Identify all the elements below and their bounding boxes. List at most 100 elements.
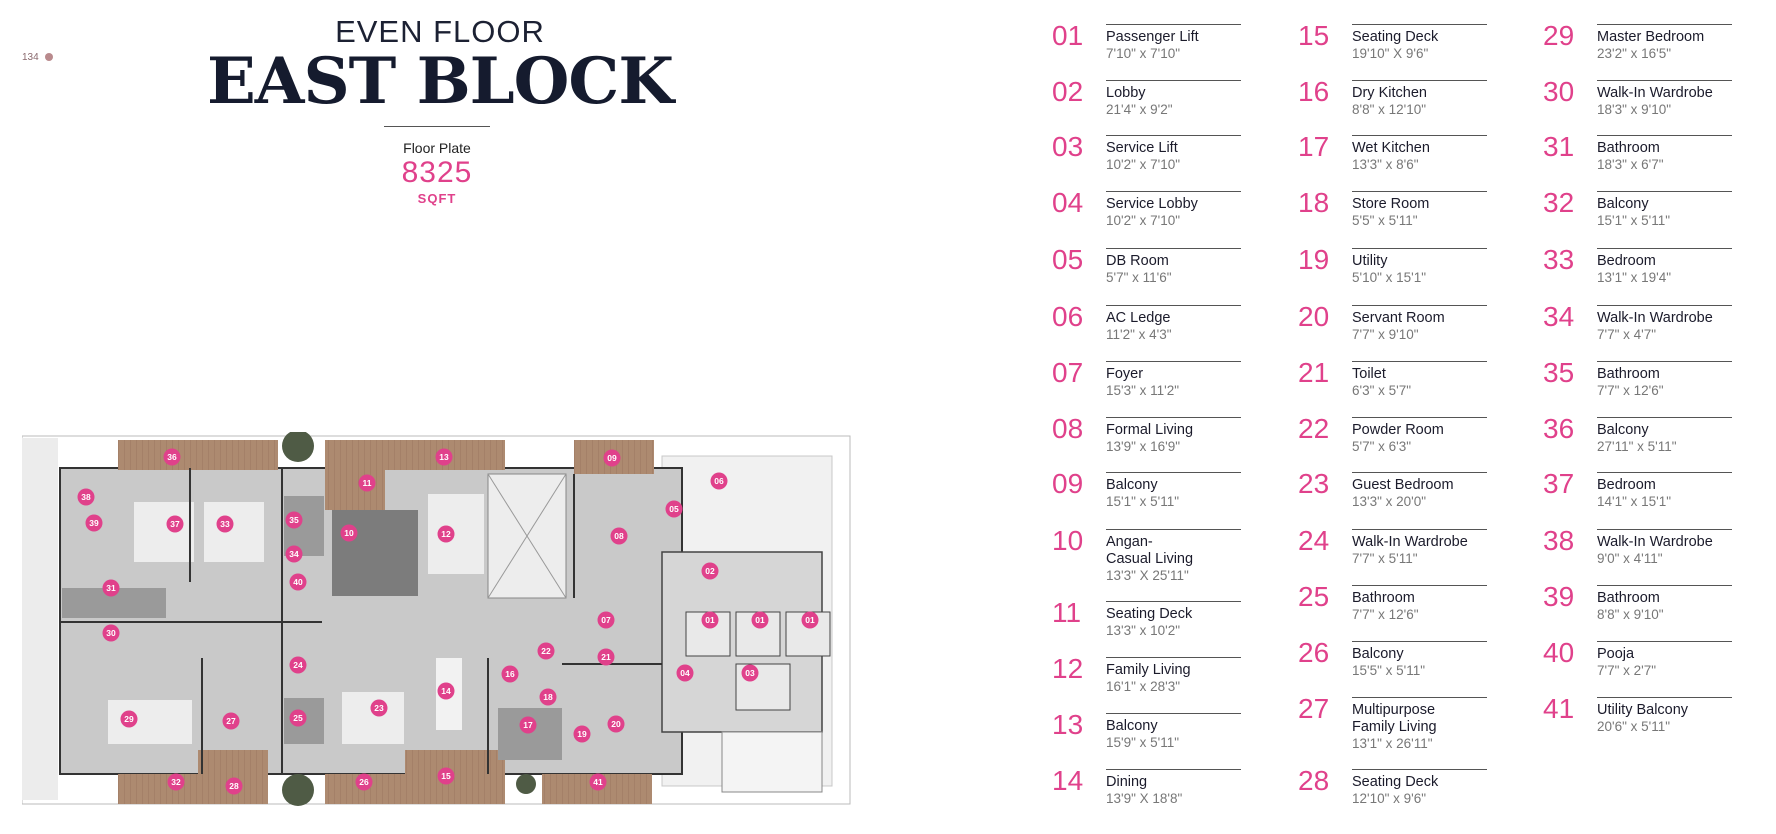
legend-number: 37 [1543,468,1575,499]
legend-rule [1352,472,1487,473]
legend-number: 36 [1543,413,1575,444]
room-marker: 08 [610,527,628,545]
plant-south-2 [516,774,536,794]
legend-room-dimension: 6'3" x 5'7" [1352,383,1412,398]
legend-number: 32 [1543,187,1575,218]
room-marker-dot [537,642,555,660]
legend-room-label: Angan- Casual Living [1106,534,1194,567]
room-marker: 27 [222,712,240,730]
room-marker: 12 [437,525,455,543]
legend-room-dimension: 7'7" x 12'6" [1597,383,1664,398]
room-marker-label: 18 [543,692,553,702]
room-12 [428,494,484,574]
legend-room-dimension: 5'7" x 6'3" [1352,439,1412,454]
legend-rule [1352,417,1487,418]
legend-room-dimension: 8'8" x 12'10" [1352,102,1427,117]
room-marker-dot [355,773,373,791]
room-marker-dot [665,500,683,518]
legend-room-label: Balcony [1106,718,1158,734]
legend-room-label: Balcony [1106,477,1158,493]
legend-room-dimension: 14'1" x 15'1" [1597,494,1672,509]
legend-rule [1106,248,1241,249]
legend-room-dimension: 7'7" x 4'7" [1597,327,1657,342]
legend-room-dimension: 13'1" x 19'4" [1597,270,1672,285]
room-marker-dot [701,562,719,580]
legend-rule [1352,585,1487,586]
legend-room-dimension: 13'3" x 20'0" [1352,494,1427,509]
legend-rule [1106,769,1241,770]
legend-room-label: Formal Living [1106,422,1194,438]
room-marker: 03 [741,664,759,682]
legend-room-dimension: 7'7" x 12'6" [1352,607,1419,622]
legend-room-dimension: 7'10" x 7'10" [1106,46,1181,61]
legend-room-label: Seating Deck [1352,774,1439,790]
room-marker: 04 [676,664,694,682]
room-marker: 41 [589,773,607,791]
legend-room-label: Toilet [1352,366,1386,382]
legend-room-label: Servant Room [1352,310,1445,326]
legend-rule [1106,601,1241,602]
legend-rule [1106,135,1241,136]
legend-room-dimension: 23'2" x 16'5" [1597,46,1672,61]
legend-number: 39 [1543,581,1575,612]
legend-number: 21 [1298,357,1330,388]
legend-rule [1597,417,1732,418]
legend-rule [1597,641,1732,642]
room-marker: 09 [603,449,621,467]
room-marker: 02 [701,562,719,580]
room-marker-dot [216,515,234,533]
room-marker-label: 32 [171,777,181,787]
room-marker-label: 30 [106,628,116,638]
room-marker: 33 [216,515,234,533]
legend-room-label: Family Living [1106,662,1191,678]
legend-room-label: AC Ledge [1106,310,1171,326]
legend-room-label: Utility Balcony [1597,702,1689,718]
page-number-text: 134 [22,52,39,63]
room-marker: 18 [539,688,557,706]
legend-room-label: Store Room [1352,196,1430,212]
legend-room-label: Foyer [1106,366,1144,382]
legend-room-dimension: 20'6" x 5'11" [1597,719,1671,734]
legend-rule [1106,305,1241,306]
room-marker-label: 14 [441,686,451,696]
title-divider [384,126,490,127]
room-marker: 20 [607,715,625,733]
legend-room-dimension: 7'7" x 5'11" [1352,551,1418,566]
plant-north [282,432,314,462]
legend-room-label: Bathroom [1352,590,1415,606]
room-marker-label: 09 [607,453,617,463]
legend-room-label: Balcony [1597,196,1649,212]
room-marker-label: 26 [359,777,369,787]
room-marker-dot [77,488,95,506]
room-marker-dot [610,527,628,545]
room-marker-label: 19 [577,729,587,739]
legend-rule [1597,191,1732,192]
room-marker-label: 34 [289,549,299,559]
room-marker-dot [676,664,694,682]
room-marker-dot [603,449,621,467]
floor-eyebrow: EVEN FLOOR [335,14,545,49]
legend-number: 29 [1543,20,1575,51]
legend-room-dimension: 7'7" x 2'7" [1597,663,1657,678]
room-marker-dot [801,611,819,629]
kitchen-17 [498,708,562,760]
legend-room-label: Bedroom [1597,477,1656,493]
room-marker-dot [589,773,607,791]
legend-room-label: Bathroom [1597,590,1660,606]
legend-number: 22 [1298,413,1330,444]
legend-number: 19 [1298,244,1330,275]
legend-room-label: Dining [1106,774,1148,790]
room-marker-label: 08 [614,531,624,541]
room-marker-label: 29 [124,714,134,724]
